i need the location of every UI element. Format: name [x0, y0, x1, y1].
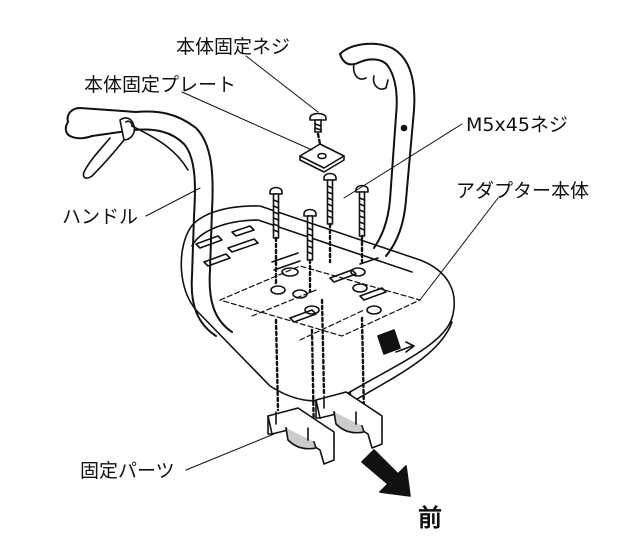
handle-right [339, 42, 416, 257]
front-mark [377, 329, 415, 355]
adapter-body [180, 205, 456, 403]
label-body-fixing-screw: 本体固定ネジ [176, 36, 291, 58]
handle [64, 107, 233, 337]
fixing-parts [267, 391, 383, 465]
label-m5-screw: M5x45ネジ [466, 114, 568, 136]
leader-lines [145, 55, 499, 471]
label-handle: ハンドル [62, 206, 139, 228]
front-arrow [361, 449, 411, 497]
body-fixing-screw [309, 112, 327, 133]
label-fixing-parts: 固定パーツ [80, 460, 175, 482]
label-body-fixing-plate: 本体固定プレート [84, 74, 237, 96]
label-adapter-body: アダプター本体 [456, 180, 590, 202]
body-fixing-plate [299, 143, 345, 173]
label-front: 前 [418, 504, 442, 532]
